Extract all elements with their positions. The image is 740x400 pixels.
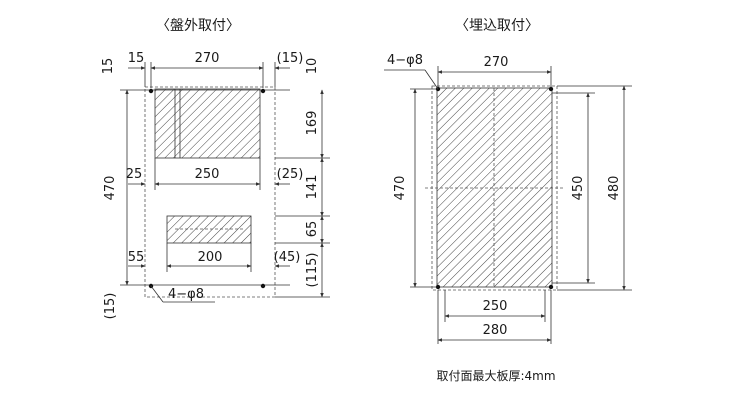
dim-bottom-gap: (15) [103,293,118,320]
mount-hole [548,284,554,290]
flush-dim-cutout-height: 450 [571,176,586,201]
dim-right-top-gap: 10 [305,58,320,75]
dim-left-top-gap: 15 [101,58,116,75]
flush-mount-view: 〈埋込取付〉 4−φ8 270 470 450 [384,18,632,344]
mount-hole [148,88,154,94]
dim-right-h2: 141 [305,175,320,200]
surface-mount-title: 〈盤外取付〉 [156,18,240,34]
flush-dim-left-height: 470 [393,176,408,201]
panel-thickness-note: 取付面最大板厚:4mm [436,369,555,383]
mount-hole [548,86,554,92]
flush-dim-top-width: 270 [484,55,509,70]
upper-cutout [154,88,261,159]
flush-dim-bottom-width2: 280 [483,323,508,338]
flush-dim-bottom-width1: 250 [483,299,508,314]
panel-cutout [436,87,553,288]
dim-right-gap-45: (45) [274,250,301,265]
flush-dim-overall-height: 480 [607,176,622,201]
dim-right-h1: 169 [305,111,320,136]
dim-overall-height: 470 [103,176,118,201]
mount-hole [435,284,441,290]
flush-mount-title: 〈埋込取付〉 [455,18,539,34]
flush-holes-label: 4−φ8 [387,53,423,68]
dim-width-250: 250 [195,167,220,182]
dim-left-gap-25: 25 [126,167,143,182]
dim-width-200: 200 [198,250,223,265]
mount-hole [260,283,266,289]
holes-leader [424,69,439,90]
surface-mount-view: 〈盤外取付〉 15 270 (15) 15 470 [101,18,330,319]
dim-top-width: 270 [195,51,220,66]
dim-right-gap-25: (25) [277,167,304,182]
dim-top-left-gap: 15 [128,51,145,66]
dim-right-h4: (115) [305,253,320,288]
lower-cutout [166,215,252,244]
dim-left-gap-55: 55 [128,250,145,265]
surface-holes-label: 4−φ8 [168,287,204,302]
dim-top-right-gap: (15) [277,51,304,66]
dim-right-h3: 65 [305,221,320,238]
holes-leader [150,285,164,303]
cabinet-outline [144,86,276,298]
mount-hole [260,88,266,94]
